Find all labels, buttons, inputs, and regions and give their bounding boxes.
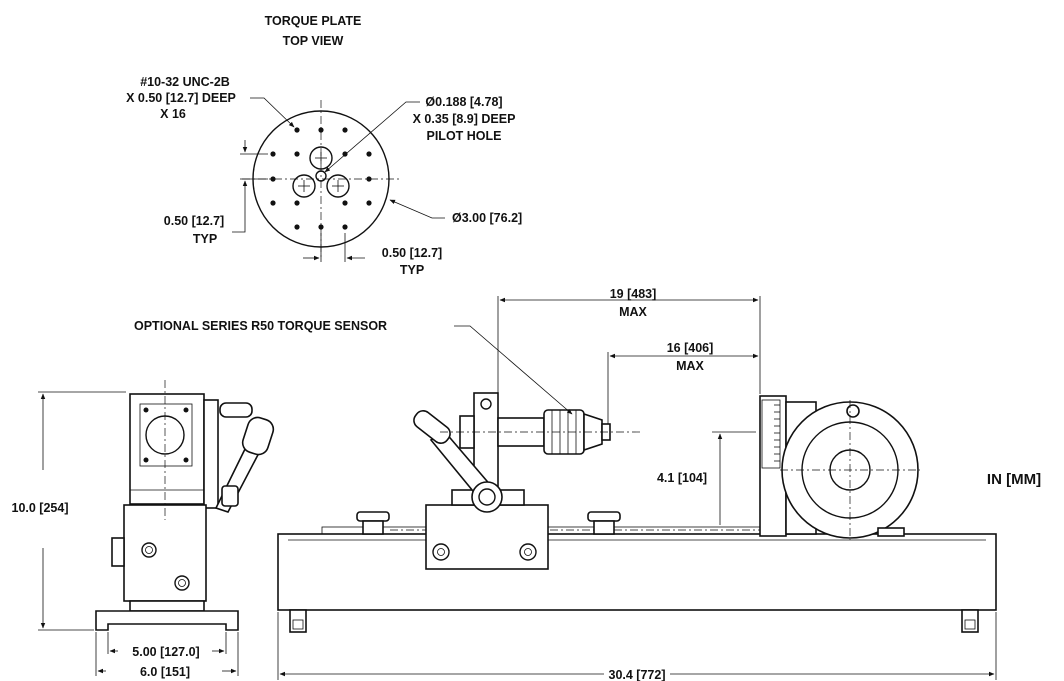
torque-plate-subtitle: TOP VIEW (283, 34, 344, 48)
front-view: OPTIONAL SERIES R50 TORQUE SENSOR 19 [48… (134, 287, 997, 681)
overall-height-dim: 10.0 [254] (12, 501, 69, 515)
thread-callout-line3: X 16 (160, 107, 186, 121)
travel-max-dim: 19 [483] (610, 287, 657, 301)
plate-diameter-dim: Ø3.00 [76.2] (452, 211, 522, 225)
vertical-spacing-typ: TYP (193, 232, 217, 246)
center-height-dim: 4.1 [104] (657, 471, 707, 485)
pilot-callout-line2: X 0.35 [8.9] DEEP (413, 112, 516, 126)
threaded-holes (270, 127, 372, 230)
torque-plate-top-view: TORQUE PLATE TOP VIEW #10-32 UNC-2B X 0.… (126, 14, 522, 277)
pilot-callout-line1: Ø0.188 [4.78] (425, 95, 502, 109)
travel-max-label: MAX (619, 305, 647, 319)
thread-callout-line2: X 0.50 [12.7] DEEP (126, 91, 236, 105)
pilot-callout-line3: PILOT HOLE (427, 129, 502, 143)
horizontal-spacing-typ: TYP (400, 263, 424, 277)
inner-width-dim: 5.00 [127.0] (132, 645, 199, 659)
reach-max-dim: 16 [406] (667, 341, 714, 355)
side-view: 10.0 [254] 5.00 [127.0] 6.0 [151] (12, 380, 275, 679)
horizontal-spacing-dim: 0.50 [12.7] (382, 246, 442, 260)
thread-callout-line1: #10-32 UNC-2B (140, 75, 230, 89)
reach-max-label: MAX (676, 359, 704, 373)
sensor-callout: OPTIONAL SERIES R50 TORQUE SENSOR (134, 319, 387, 333)
vertical-spacing-dim: 0.50 [12.7] (164, 214, 224, 228)
pilot-holes (292, 146, 350, 198)
outer-width-dim: 6.0 [151] (140, 665, 190, 679)
overall-length-dim: 30.4 [772] (609, 668, 666, 681)
units-label: IN [MM] (987, 471, 1041, 488)
torque-plate-title: TORQUE PLATE (265, 14, 362, 28)
